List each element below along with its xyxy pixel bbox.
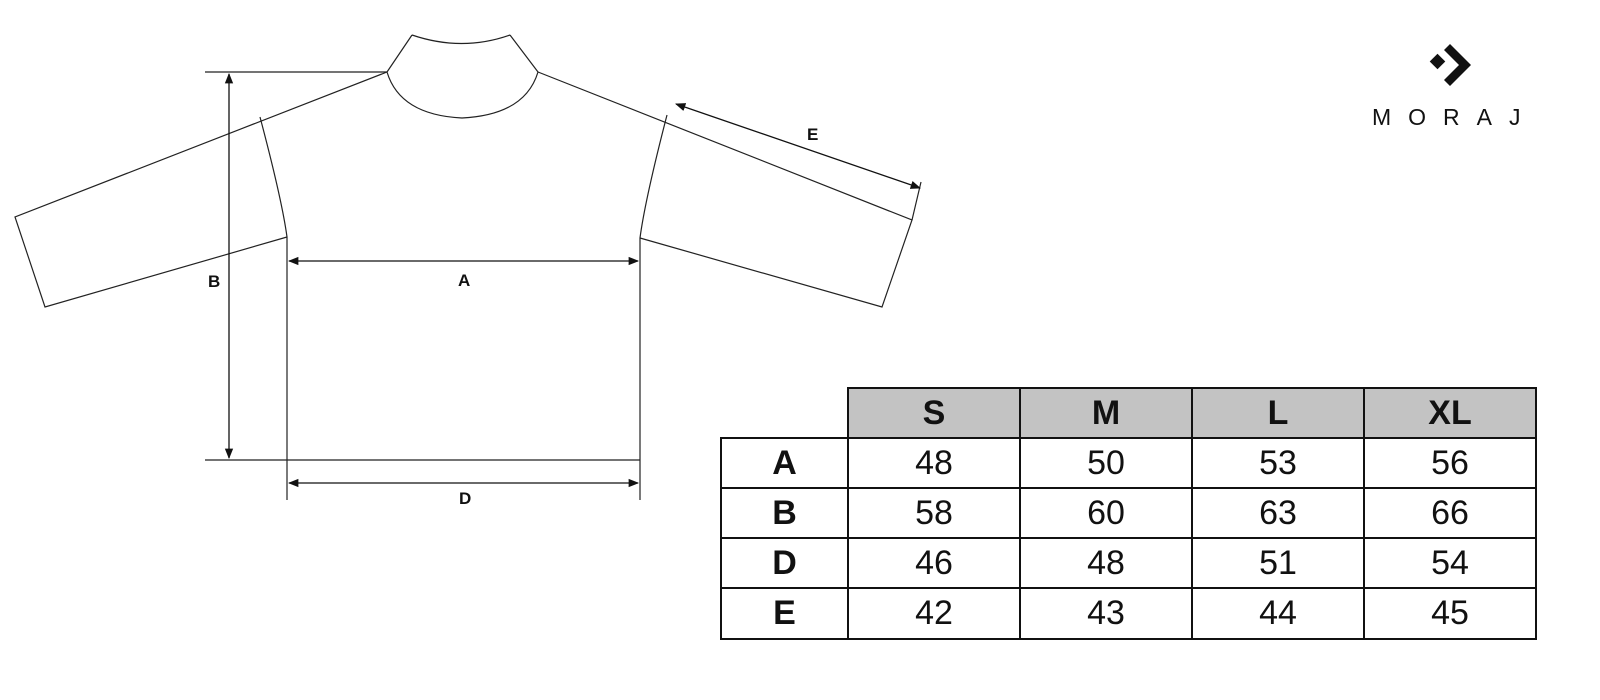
row-label-b: B (720, 487, 849, 539)
sweater-diagram: A B D E (14, 34, 922, 508)
table-cell: 42 (847, 587, 1021, 640)
moraj-logo-icon (1429, 44, 1471, 86)
label-e: E (807, 125, 818, 144)
table-cell: 56 (1363, 437, 1537, 489)
row-label-e: E (720, 587, 849, 640)
table-cell: 54 (1363, 537, 1537, 589)
row-label-d: D (720, 537, 849, 589)
label-d: D (459, 489, 471, 508)
table-cell: 51 (1191, 537, 1365, 589)
size-header-m: M (1019, 387, 1193, 439)
table-cell: 44 (1191, 587, 1365, 640)
sweater-outline (14, 34, 922, 500)
dimension-e-line (675, 103, 921, 189)
brand-name: MORAJ (1372, 104, 1538, 130)
label-b: B (208, 272, 220, 291)
table-cell: 48 (847, 437, 1021, 489)
table-cell: 45 (1363, 587, 1537, 640)
table-cell: 53 (1191, 437, 1365, 489)
size-header-s: S (847, 387, 1021, 439)
table-cell: 63 (1191, 487, 1365, 539)
size-header-xl: XL (1363, 387, 1537, 439)
label-a: A (458, 271, 470, 290)
size-header-l: L (1191, 387, 1365, 439)
table-cell: 46 (847, 537, 1021, 589)
table-cell: 50 (1019, 437, 1193, 489)
row-label-a: A (720, 437, 849, 489)
table-cell: 66 (1363, 487, 1537, 539)
table-cell: 60 (1019, 487, 1193, 539)
table-cell: 58 (847, 487, 1021, 539)
table-cell: 43 (1019, 587, 1193, 640)
table-cell: 48 (1019, 537, 1193, 589)
